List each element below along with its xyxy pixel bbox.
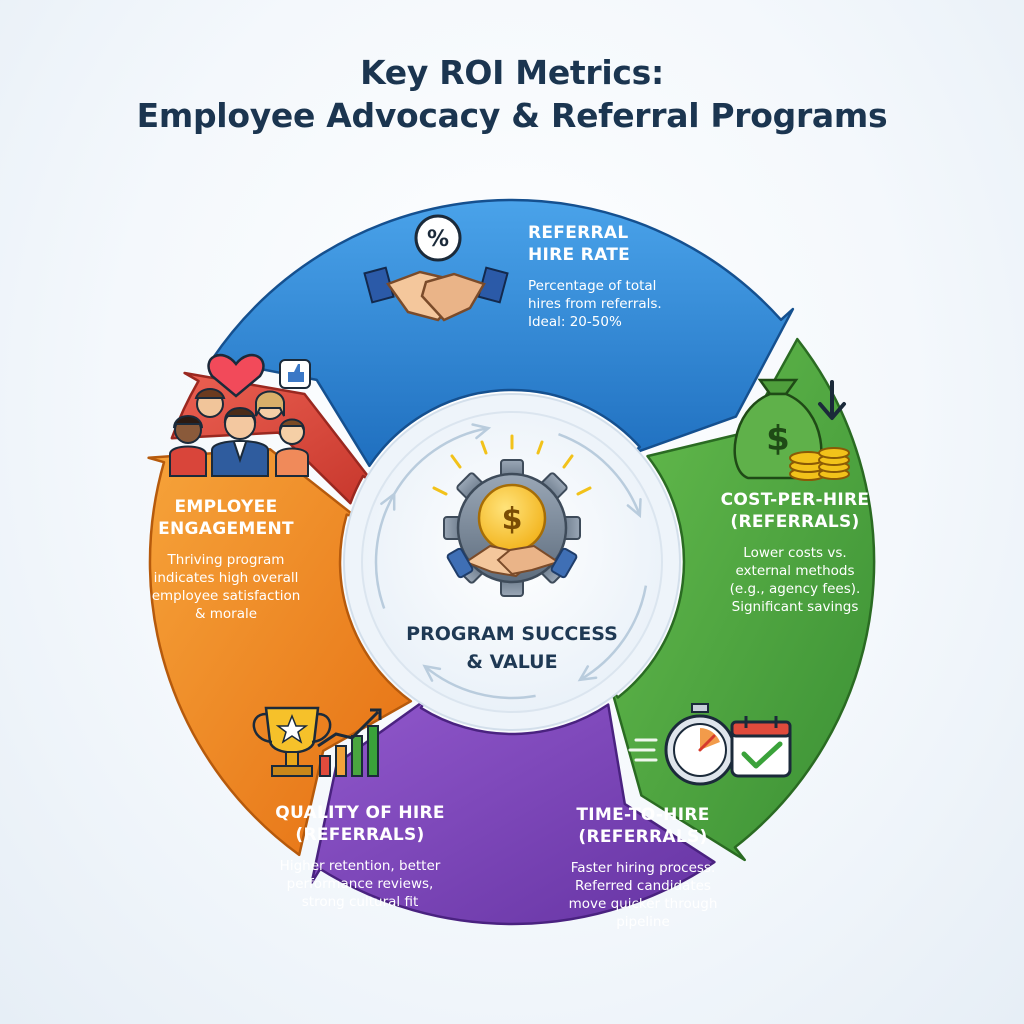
time-to-hire-desc-line-1: Faster hiring process. (571, 860, 715, 876)
time-to-hire-desc-line-3: move quicker through (569, 896, 718, 912)
cost-per-hire-title-line-1: COST-PER-HIRE (721, 490, 870, 510)
center-label-line-2: & VALUE (466, 651, 557, 673)
handshake-percent-icon: % (363, 214, 509, 322)
title-line-1: Key ROI Metrics: (360, 53, 664, 92)
svg-text:%: % (427, 227, 449, 252)
quality-of-hire-desc-line-3: strong cultural fit (302, 894, 419, 910)
page-title: Key ROI Metrics: Employee Advocacy & Ref… (0, 52, 1024, 138)
segment-referral-hire-rate (210, 198, 795, 468)
inner-arrow-arc (374, 493, 396, 609)
time-to-hire-title-line-1: TIME-TO-HIRE (576, 805, 709, 825)
inner-arrow-arc (579, 585, 648, 681)
employee-engagement-desc-line-4: & morale (195, 606, 257, 622)
referral-hire-rate-desc-line-1: Percentage of total (528, 278, 656, 294)
employee-engagement-desc-line-2: indicates high overall (154, 570, 299, 586)
svg-text:$: $ (502, 502, 523, 537)
center-hub: $ PROGRAM SUCCESS & VALUE (343, 393, 681, 731)
referral-hire-rate-title-line-2: HIRE RATE (528, 245, 630, 265)
inner-arrow-head (626, 498, 642, 519)
center-label-line-1: PROGRAM SUCCESS (406, 623, 618, 645)
inner-arrow-head (422, 664, 442, 682)
quality-of-hire-title-line-1: QUALITY OF HIRE (275, 803, 445, 823)
inner-arrow-arc (558, 433, 641, 516)
svg-text:$: $ (766, 419, 790, 459)
team-heart-like-icon (169, 353, 311, 477)
quality-of-hire-desc-line-1: Higher retention, better (280, 858, 441, 874)
time-to-hire-title-line-2: (REFERRALS) (578, 827, 707, 847)
employee-engagement-title-line-2: ENGAGEMENT (158, 519, 294, 539)
inner-arrow-head (471, 423, 492, 440)
quality-of-hire-desc-line-2: performance reviews, (287, 876, 434, 892)
cost-per-hire-desc-line-3: (e.g., agency fees). (730, 581, 861, 597)
title-line-2: Employee Advocacy & Referral Programs (136, 95, 888, 135)
cost-per-hire-desc-line-1: Lower costs vs. (743, 545, 846, 561)
cost-per-hire-desc-line-4: Significant savings (732, 599, 859, 615)
cost-per-hire-title-line-2: (REFERRALS) (730, 512, 859, 532)
trophy-chart-icon (252, 706, 382, 777)
employee-engagement-desc-line-1: Thriving program (167, 552, 285, 568)
inner-arrow-head (577, 665, 598, 682)
time-to-hire-desc-line-2: Referred candidates (575, 878, 711, 894)
inner-arrow-arc (393, 426, 489, 495)
gear-dollar-handshake-icon: $ (432, 434, 592, 597)
cost-per-hire-desc-line-2: external methods (735, 563, 854, 579)
segment-time-to-hire (310, 698, 716, 926)
inner-cycle-arrows (374, 423, 648, 700)
inner-arrow-head (380, 491, 396, 511)
stopwatch-calendar-icon (628, 703, 792, 786)
segment-quality-of-hire (147, 447, 413, 857)
time-to-hire-desc-line-4: pipeline (616, 914, 670, 930)
referral-hire-rate-desc-line-2: hires from referrals. (528, 296, 662, 312)
employee-engagement-title-line-1: EMPLOYEE (175, 497, 278, 517)
quality-of-hire-title-line-2: (REFERRALS) (295, 825, 424, 845)
inner-arrow-arc (423, 665, 536, 700)
employee-engagement-desc-line-3: employee satisfaction (152, 588, 301, 604)
money-bag-coins-icon: $ (733, 378, 850, 481)
referral-hire-rate-title-line-1: REFERRAL (528, 223, 629, 243)
referral-hire-rate-desc-line-3: Ideal: 20-50% (528, 314, 622, 330)
